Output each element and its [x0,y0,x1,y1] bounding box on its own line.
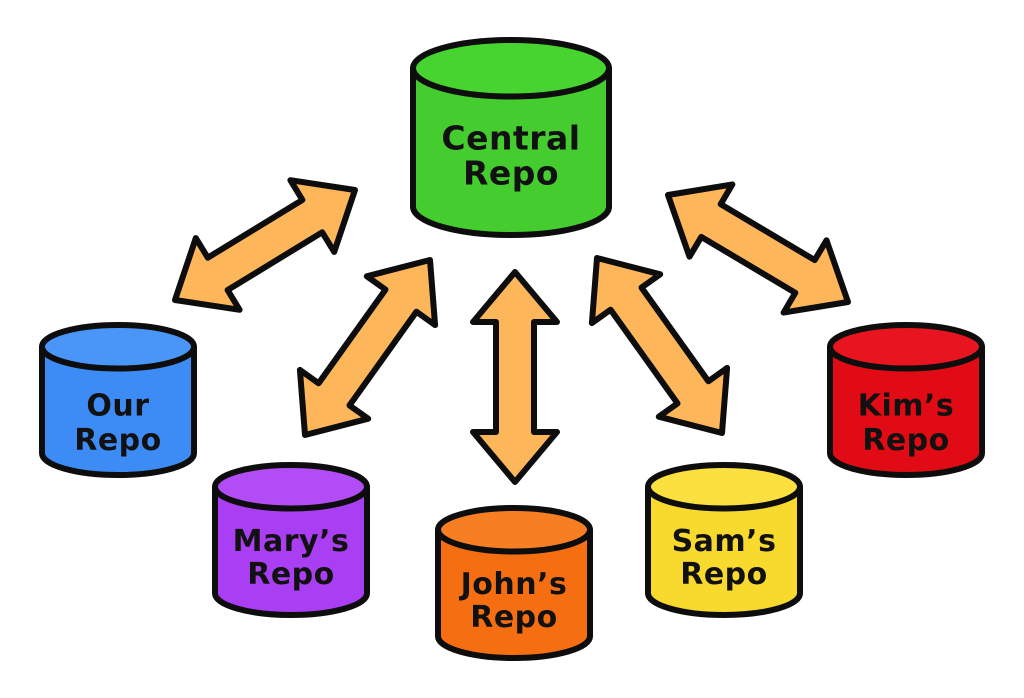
repo-sam: Sam’s Repo [645,462,803,618]
cylinder-top [212,462,370,512]
repo-john: John’s Repo [435,505,593,661]
cylinder-body [435,526,593,661]
repo-central: Central Repo [410,37,612,238]
repo-label-line1: Kim’s [858,389,955,424]
repo-label-line1: Our [86,389,149,424]
cylinder-body [645,483,803,618]
repo-kim: Kim’s Repo [827,322,985,478]
repo-label-line1: Mary’s [233,524,350,559]
repo-label-line1: Central [441,118,580,157]
cylinder-body [827,343,985,478]
cylinder-top [827,322,985,372]
arrow-mary-central [296,257,439,438]
arrow-kim-central [665,181,851,316]
cylinder-body [212,483,370,618]
repo-label-line2: Repo [463,154,559,193]
repo-label-line2: Repo [74,423,162,458]
repo-label-line1: John’s [459,567,568,602]
arrow-john-central [470,269,560,485]
repo-label-line1: Sam’s [672,524,777,559]
cylinder-top [435,505,593,555]
cylinder-body [410,65,612,238]
cylinder-top [410,37,612,100]
cylinder-top [39,322,197,372]
arrows-layer [172,177,851,485]
repo-mary: Mary’s Repo [212,462,370,618]
arrow-sam-central [588,255,731,436]
repo-label-line2: Repo [862,423,950,458]
cylinder-top [645,462,803,512]
cylinder-body [39,343,197,478]
repo-label-line2: Repo [247,557,335,592]
repo-label-line2: Repo [470,600,558,635]
arrow-our-central [172,177,358,313]
repo-label-line2: Repo [680,557,768,592]
repo-our: Our Repo [39,322,197,478]
